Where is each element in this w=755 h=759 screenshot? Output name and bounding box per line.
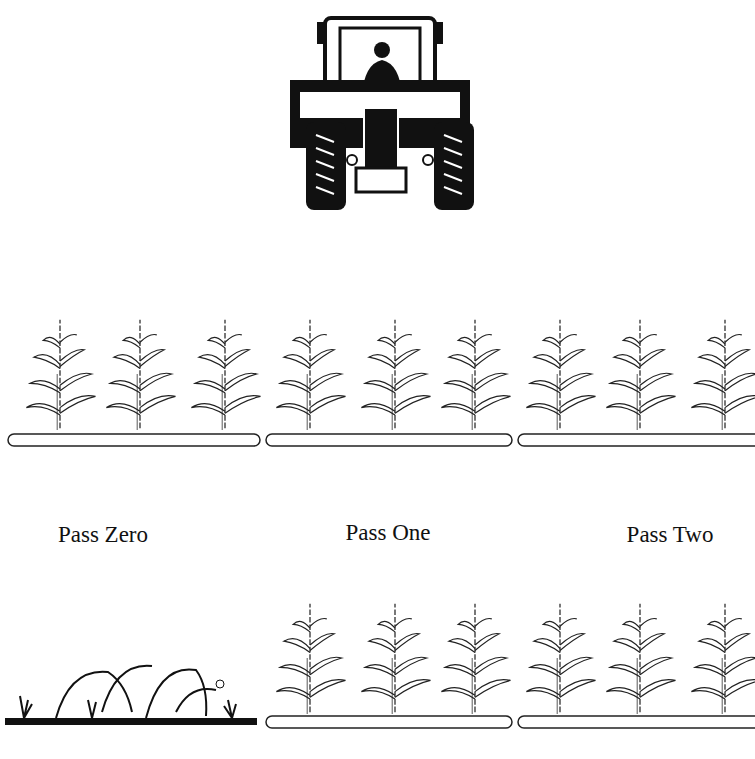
pass-label: Pass One	[346, 520, 431, 546]
weeds	[6, 666, 256, 724]
pass-label: Pass Two	[627, 522, 714, 548]
tractor	[290, 18, 474, 210]
corn-rows-top	[8, 320, 755, 446]
corn-rows-bottom	[266, 604, 755, 728]
pass-label: Pass Zero	[58, 522, 148, 548]
